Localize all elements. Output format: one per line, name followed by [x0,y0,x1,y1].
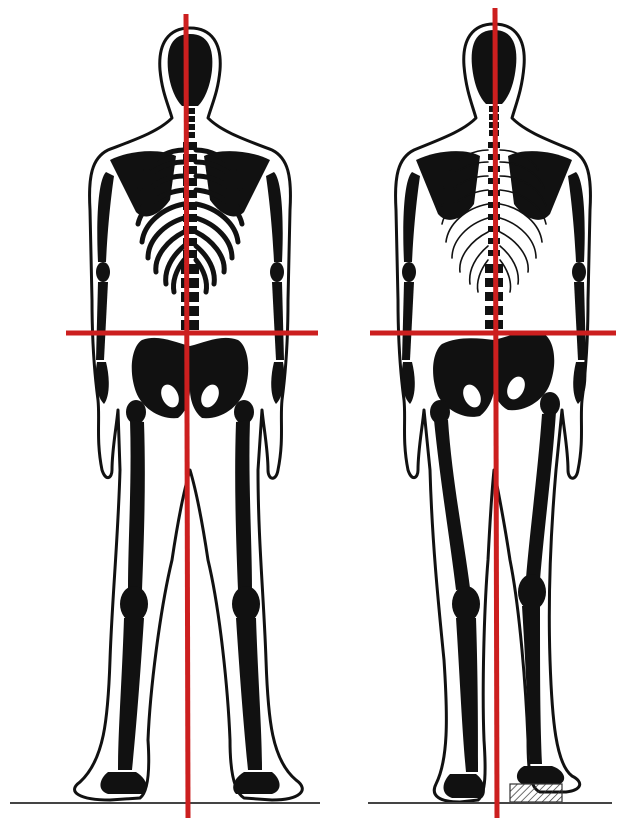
right-vertical-plumb-line [495,8,497,818]
left-vertical-plumb-line [186,14,188,818]
right-foot-lift-block [510,784,562,802]
